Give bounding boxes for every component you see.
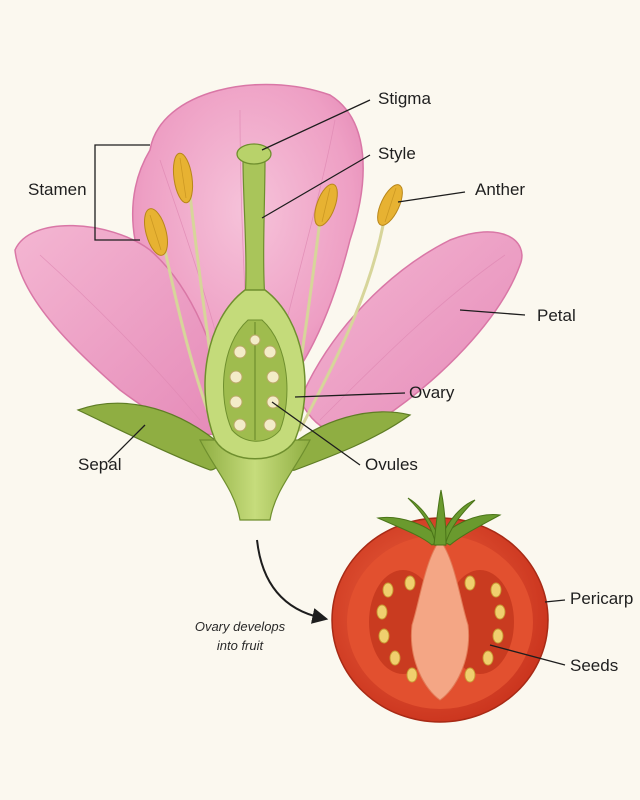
tomato-calyx xyxy=(376,489,502,547)
anther-texture xyxy=(149,157,397,251)
stem xyxy=(199,439,311,521)
label-stamen: Stamen xyxy=(28,180,87,199)
style xyxy=(242,159,266,301)
ovule-group xyxy=(229,334,280,432)
label-seeds: Seeds xyxy=(570,656,619,675)
development-note: Ovary develops into fruit xyxy=(170,618,310,656)
label-petal: Petal xyxy=(537,306,576,325)
label-style: Style xyxy=(378,144,416,163)
tomato-seed-group xyxy=(376,575,506,683)
tomato-core xyxy=(410,539,470,701)
development-arrow xyxy=(256,539,329,624)
label-ovary: Ovary xyxy=(409,383,455,402)
label-sepal: Sepal xyxy=(78,455,122,474)
label-anther: Anther xyxy=(475,180,526,199)
label-pericarp: Pericarp xyxy=(570,589,634,608)
label-ovules: Ovules xyxy=(365,455,418,474)
leader-lines xyxy=(94,99,566,666)
label-stigma: Stigma xyxy=(378,89,431,108)
development-note-line2: into fruit xyxy=(216,637,264,653)
development-note-line1: Ovary develops xyxy=(194,619,286,634)
stigma xyxy=(236,143,272,165)
